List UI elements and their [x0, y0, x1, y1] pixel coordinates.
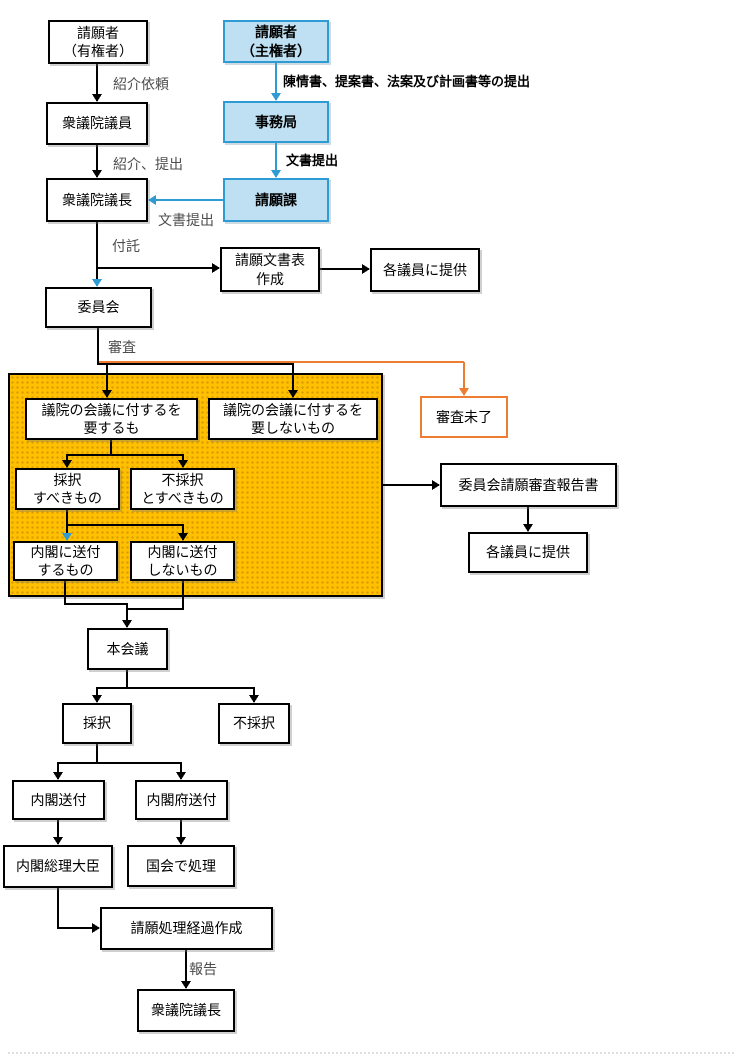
node-committee: 委員会 [45, 287, 152, 328]
node-committee-report: 委員会請願審査報告書 [440, 463, 617, 507]
node-prime-minister: 内閣総理大臣 [3, 845, 113, 888]
node-petition-progress-report: 請願処理経過作成 [100, 907, 273, 950]
node-send-cabinet-yes: 内閣に送付 するもの [13, 541, 118, 581]
node-cabinet-send: 内閣送付 [12, 780, 105, 820]
node-hr-speaker: 衆議院議長 [46, 178, 148, 222]
node-secretariat: 事務局 [223, 101, 329, 143]
node-examination-unfinished: 審査未了 [420, 396, 508, 438]
node-hr-speaker-2: 衆議院議長 [137, 989, 235, 1032]
node-needs-plenary: 議院の会議に付するを 要するも [25, 398, 198, 440]
node-petitioner-sovereign: 請願者 （主権者） [223, 20, 329, 63]
label-submission-docs: 陳情書、提案書、法案及び計画書等の提出 [283, 74, 531, 89]
label-examination: 審査 [108, 339, 136, 355]
node-rejected: 不採択 [218, 703, 290, 744]
node-send-cabinet-no: 内閣に送付 しないもの [130, 541, 235, 581]
node-petition-section: 請願課 [223, 178, 329, 222]
label-intro-request: 紹介依頼 [113, 76, 169, 92]
node-cabinet-office-send: 内閣府送付 [135, 780, 228, 820]
node-provide-members-1: 各議員に提供 [370, 248, 480, 292]
node-diet-process: 国会で処理 [127, 845, 235, 887]
node-adopt-should: 採択 すべきもの [15, 468, 120, 510]
label-intro-submit: 紹介、提出 [113, 156, 183, 172]
node-plenary-session: 本会議 [87, 628, 168, 670]
label-doc-submit-gray: 文書提出 [158, 212, 214, 228]
node-adopted: 採択 [62, 703, 132, 744]
label-referral: 付託 [112, 238, 140, 254]
node-petition-doc-table: 請願文書表 作成 [220, 247, 320, 292]
node-petitioner-voter: 請願者 （有権者） [48, 20, 148, 64]
node-hr-member: 衆議院議員 [46, 102, 148, 145]
node-no-plenary: 議院の会議に付するを 要しないもの [208, 398, 378, 440]
node-not-adopt-should: 不採択 とすべきもの [130, 468, 235, 510]
node-provide-members-2: 各議員に提供 [468, 532, 588, 573]
label-report: 報告 [189, 961, 217, 977]
label-doc-submit-bold: 文書提出 [286, 153, 339, 168]
